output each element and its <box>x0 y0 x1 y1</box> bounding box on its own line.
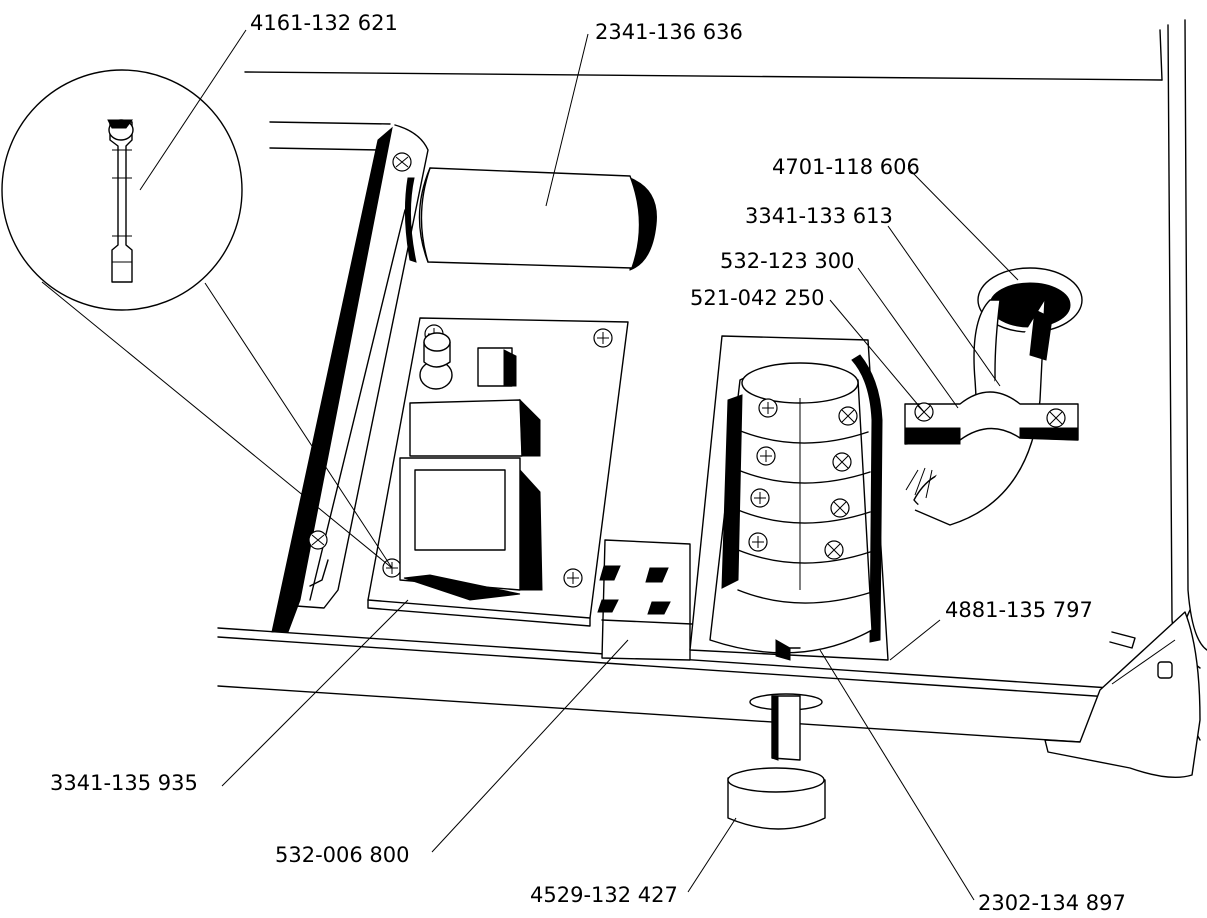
hose-assembly <box>904 267 1083 526</box>
cabinet-housing <box>217 19 1207 779</box>
capacitor-cylinder <box>404 167 657 271</box>
side-rail <box>269 121 429 633</box>
label-clamp-screw: 521-042 250 <box>690 286 825 310</box>
label-grommet: 4701-118 606 <box>772 155 920 179</box>
label-circuit-board: 3341-135 935 <box>50 771 198 795</box>
label-zoom-part: 4161-132 621 <box>250 11 398 35</box>
knob-assembly <box>727 693 826 830</box>
label-terminal-plate: 4881-135 797 <box>945 598 1093 622</box>
label-clamp: 532-123 300 <box>720 249 855 273</box>
label-selector-switch: 2302-134 897 <box>978 891 1126 915</box>
label-capacitor: 2341-136 636 <box>595 20 743 44</box>
label-hose: 3341-133 613 <box>745 204 893 228</box>
connector-block <box>597 539 693 661</box>
leader-lines <box>139 29 1019 901</box>
label-connector: 532-006 800 <box>275 843 410 867</box>
circuit-board <box>367 317 629 627</box>
selector-switch <box>689 335 889 661</box>
part-number-labels: 4161-132 621 2341-136 636 4701-118 606 3… <box>50 11 1126 915</box>
label-knob: 4529-132 427 <box>530 883 678 907</box>
zoom-detail <box>1 69 393 569</box>
